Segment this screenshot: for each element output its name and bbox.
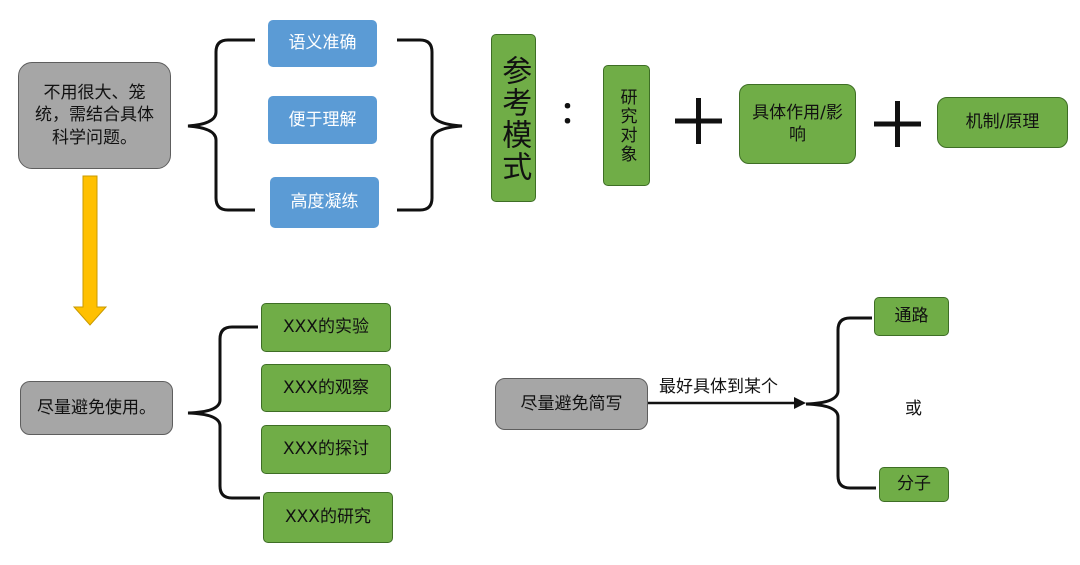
right-brace-top bbox=[397, 38, 463, 212]
reference-colon: ： bbox=[560, 96, 590, 131]
effect-node: 具体作用/影响 bbox=[739, 84, 856, 164]
criteria-label: 语义准确 bbox=[288, 33, 357, 54]
down-arrow bbox=[72, 175, 108, 326]
avoid-item-label: XXX的观察 bbox=[283, 377, 369, 398]
left-brace-top bbox=[187, 38, 255, 212]
avoid-phrases-label: 尽量避免使用。 bbox=[37, 397, 156, 418]
abbreviation-arrow-label: 最好具体到某个 bbox=[659, 377, 778, 397]
scope-note-node: 不用很大、笼统，需结合具体科学问题。 bbox=[18, 62, 171, 169]
options-brace bbox=[805, 316, 876, 490]
criteria-node-1: 语义准确 bbox=[268, 20, 377, 67]
research-object-label: 研究对象 bbox=[616, 87, 637, 164]
avoid-abbreviation-node: 尽量避免简写 bbox=[495, 378, 648, 430]
criteria-node-3: 高度凝练 bbox=[270, 177, 379, 228]
avoid-item-2: XXX的观察 bbox=[261, 364, 391, 412]
option-label: 通路 bbox=[894, 306, 929, 327]
plus-icon-2 bbox=[874, 101, 921, 147]
avoid-item-4: XXX的研究 bbox=[263, 492, 393, 543]
effect-label: 具体作用/影响 bbox=[752, 102, 843, 145]
criteria-node-2: 便于理解 bbox=[268, 96, 377, 144]
option-molecule-node: 分子 bbox=[879, 467, 949, 502]
option-label: 分子 bbox=[897, 474, 931, 495]
avoid-item-label: XXX的研究 bbox=[285, 507, 371, 528]
reference-mode-label: 参考模式 bbox=[496, 55, 532, 183]
avoid-item-1: XXX的实验 bbox=[261, 303, 391, 352]
criteria-label: 便于理解 bbox=[288, 109, 357, 130]
scope-note-text: 不用很大、笼统，需结合具体科学问题。 bbox=[35, 83, 154, 148]
plus-icon-1 bbox=[675, 98, 722, 144]
avoid-item-label: XXX的探讨 bbox=[283, 439, 369, 460]
option-or-label: 或 bbox=[905, 399, 922, 419]
mechanism-node: 机制/原理 bbox=[937, 97, 1068, 148]
criteria-label: 高度凝练 bbox=[290, 192, 359, 213]
research-object-node: 研究对象 bbox=[603, 65, 650, 186]
mechanism-label: 机制/原理 bbox=[965, 112, 1040, 133]
avoid-item-3: XXX的探讨 bbox=[261, 425, 391, 474]
option-pathway-node: 通路 bbox=[874, 297, 949, 336]
avoid-abbreviation-label: 尽量避免简写 bbox=[520, 393, 623, 414]
abbreviation-arrow-head bbox=[794, 397, 806, 409]
avoid-item-label: XXX的实验 bbox=[283, 317, 369, 338]
reference-mode-node: 参考模式 bbox=[491, 34, 536, 202]
avoid-phrases-node: 尽量避免使用。 bbox=[20, 381, 173, 435]
left-brace-bottom bbox=[187, 325, 260, 500]
